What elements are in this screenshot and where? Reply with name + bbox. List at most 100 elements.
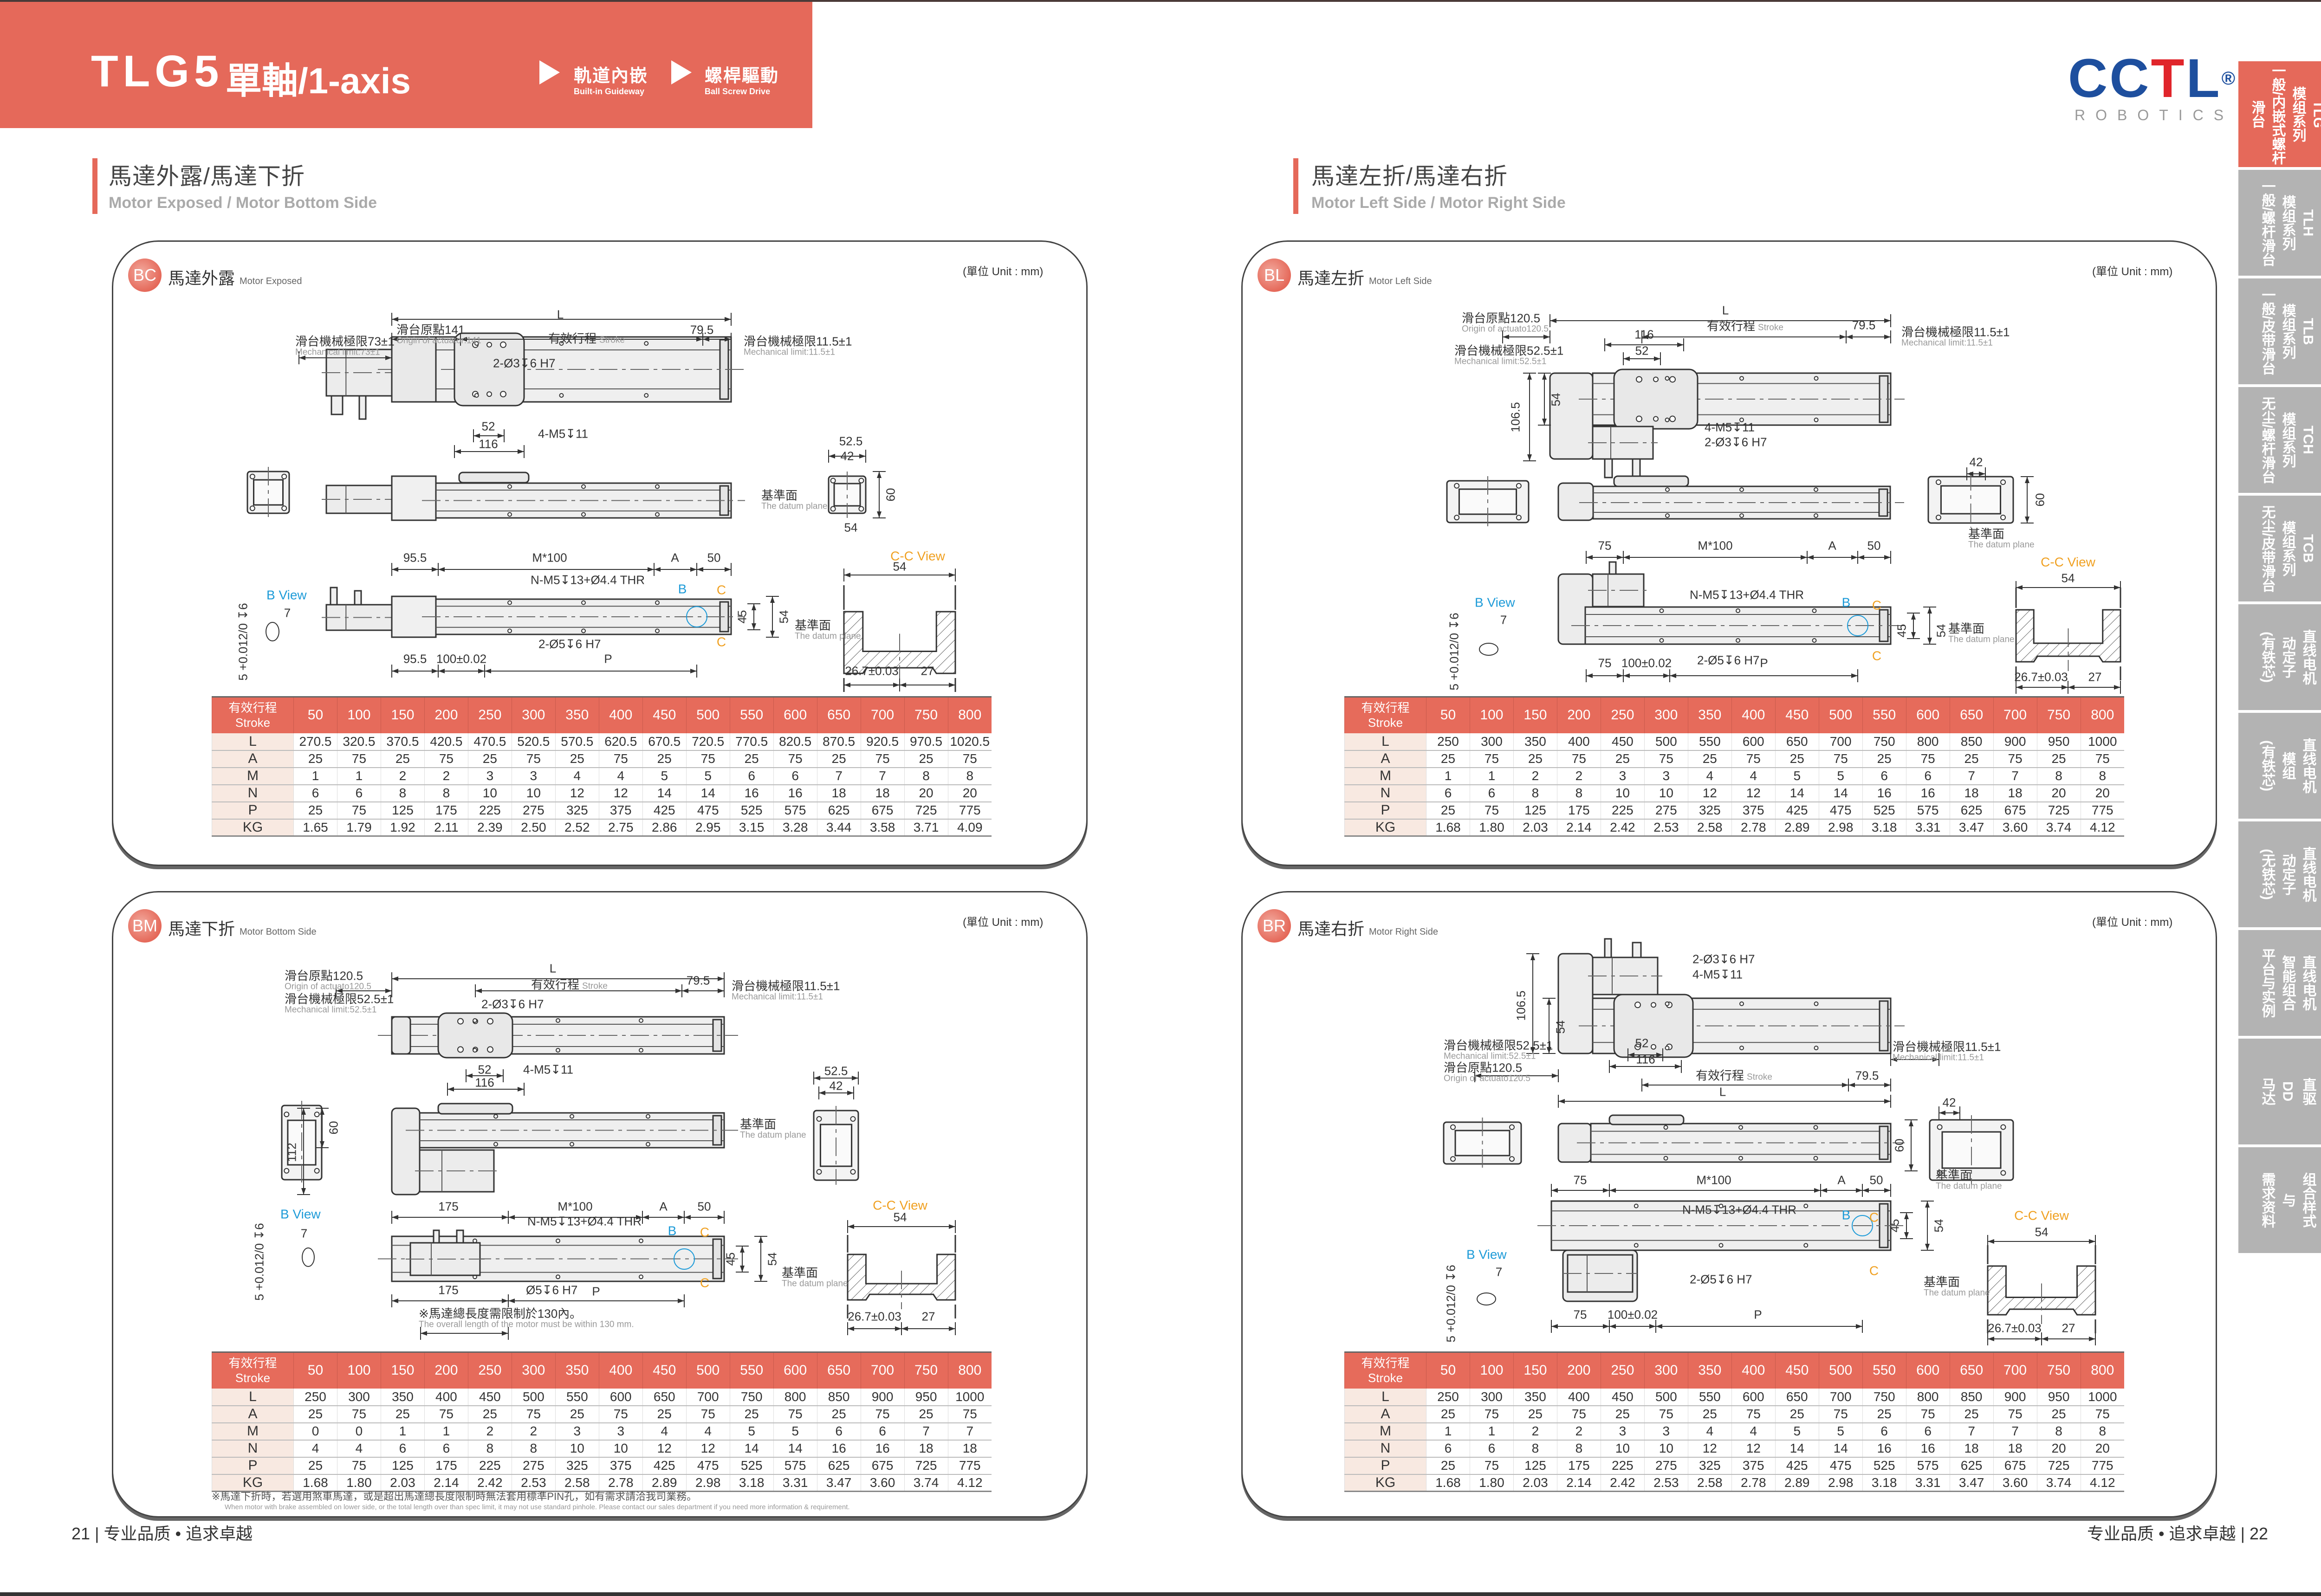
section-accent-bar [1293,158,1298,214]
dim-label-ccview: C-C View [873,1198,927,1213]
stroke-value: 300 [1644,697,1688,733]
table-cell: 75 [337,1457,381,1475]
side-tab-label: 直线电机 模组 (有铁芯) [2259,738,2316,794]
dim-label-b: B [668,1223,677,1238]
dim-label-d26: 26.7±0.03 [2014,670,2068,684]
table-cell: 225 [1600,801,1645,820]
side-tab-6[interactable]: 直线电机 模组 (有铁芯) [2238,713,2321,819]
table-cell: 550 [1687,733,1732,751]
table-cell: 5 [1818,1422,1863,1441]
stroke-value: 700 [860,1352,905,1389]
side-tab-1[interactable]: TLH 模组系列 一般/螺杆滑台 [2238,170,2321,276]
side-tab-0[interactable]: TLG 模组系列 一般/内嵌式螺杆滑台 [2238,61,2321,167]
table-cell: 8 [2080,767,2124,785]
table-cell: 125 [380,801,425,820]
stroke-value: 50 [1426,1352,1470,1389]
dim-label-d79: 79.5 [690,323,714,337]
stroke-value: 500 [1818,697,1863,733]
stroke-value: 250 [467,1352,512,1389]
dim-label-pin: 2-Ø3↧6 H7 [1692,952,1755,966]
table-cell: 4 [293,1440,337,1458]
dim-label-p: P [604,652,612,666]
dim-label-pitch: 100±0.02 [436,652,487,666]
section-title: 馬達左折/馬達右折 [1311,163,1508,189]
dim-label-d45: 45 [723,1252,738,1266]
stroke-value: 150 [380,697,425,733]
table-cell: 25 [1513,750,1557,768]
panel-title-en: Motor Left Side [1369,276,1432,286]
label-cn: 滑台原點120.5 [1462,311,1541,325]
table-cell: 3 [467,767,512,785]
table-cell: 8 [904,767,948,785]
label-cn: 有效行程 [531,977,580,992]
table-cell: 1.68 [1426,819,1470,837]
side-tab-10[interactable]: 组合样式 与 需求资料 [2238,1147,2321,1253]
table-cell: 2.39 [467,819,512,837]
table-cell: 10 [1644,784,1688,802]
stroke-value: 800 [947,697,992,733]
dim-label-d54: 54 [1553,1020,1568,1034]
stroke-value: 800 [2080,697,2124,733]
table-cell: 75 [860,1405,905,1423]
table-cell: 5 [1775,767,1819,785]
table-cell: 25 [817,1405,861,1423]
table-cell: 25 [642,750,687,768]
table-cell: 1 [1469,1422,1514,1441]
table-cell: 7 [1949,1422,1994,1441]
table-cell: 6 [293,784,337,802]
dim-label-c2: C [716,634,726,649]
table-cell: 75 [1993,1405,2037,1423]
table-cell: 1 [1469,767,1514,785]
dim-label-d54c: 54 [893,559,907,574]
table-cell: 12 [1731,1440,1776,1458]
table-cell: 75 [773,1405,817,1423]
header-title: 單軸/1-axis [226,60,411,101]
table-cell: 850 [1949,733,1994,751]
table-cell: 7 [817,767,861,785]
table-cell: 300 [1469,733,1514,751]
side-tab-5[interactable]: 直线电机 动定子 (有铁芯) [2238,604,2321,710]
table-cell: 75 [511,1405,556,1423]
side-tab-9[interactable]: 直驱 DD 马达 [2238,1039,2321,1144]
dim-label-d54c: 54 [2035,1225,2049,1239]
dim-label-d52: 52 [1635,343,1649,358]
label-cn: 滑台原點120.5 [1444,1060,1523,1075]
stroke-value: 500 [686,697,730,733]
dim-label-d106: 106.5 [1508,402,1523,433]
side-tab-3[interactable]: TCH 模组系列 无尘/螺杆滑台 [2238,387,2321,493]
side-tab-7[interactable]: 直线电机 动定子 (无铁芯) [2238,821,2321,927]
stroke-header-en: Stroke [235,716,271,730]
drawing-outline [391,1016,411,1055]
table-cell: 375 [1731,801,1776,820]
drawing-outline [1613,994,1694,1058]
table-cell: 6 [380,1440,425,1458]
dim-label-mx: M*100 [532,550,567,565]
side-tab-8[interactable]: 直线电机 智能组合 平台与实例 [2238,930,2321,1036]
stroke-value: 650 [817,697,861,733]
stroke-value: 100 [337,697,381,733]
side-tab-2[interactable]: TLB 模组系列 一般/皮带滑台 [2238,278,2321,384]
label-en: Mechanical limit:11.5±1 [732,992,823,1002]
dim-label-d52_5: 52.5 [839,434,863,448]
side-tab-4[interactable]: TCB 模组系列 无尘/皮带滑台 [2238,496,2321,601]
table-cell: 650 [1775,1388,1819,1406]
table-cell: 6 [773,767,817,785]
stroke-value: 550 [729,697,774,733]
label-en: Mechanical limit:52.5±1 [1444,1051,1536,1061]
label-en: Origin of actuato120.5 [285,982,371,992]
table-cell: 3.74 [2036,1474,2081,1492]
table-cell: 8 [1513,784,1557,802]
table-cell: 75 [1644,750,1688,768]
drawing-outline [1557,953,1594,1054]
table-cell: 20 [2036,1440,2081,1458]
dim-label-c2: C [1869,1263,1879,1278]
